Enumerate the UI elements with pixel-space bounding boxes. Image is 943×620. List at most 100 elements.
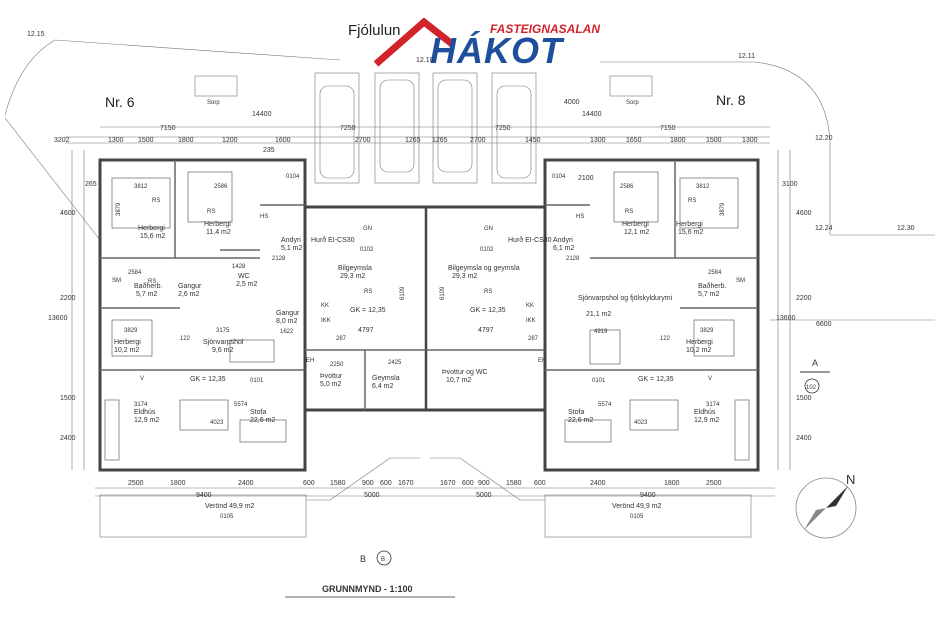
- plan-annotation: SM: [736, 278, 745, 284]
- lot-line-left: [4, 39, 56, 116]
- plan-annotation: Herbergi: [686, 339, 713, 346]
- plan-annotation: Stofa: [250, 409, 266, 416]
- plan-annotation: 2250: [330, 362, 344, 368]
- sofa-right: [589, 329, 621, 365]
- plan-annotation: 1600: [275, 137, 291, 144]
- plan-annotation: 12.24: [815, 225, 833, 232]
- plan-annotation: HS: [260, 214, 268, 220]
- plan-annotation: 600: [462, 480, 474, 487]
- plan-annotation: 22,6 m2: [250, 417, 275, 424]
- plan-annotation: 1580: [330, 480, 346, 487]
- plan-annotation: 1450: [525, 137, 541, 144]
- plan-annotation: 4797: [358, 327, 374, 334]
- plan-annotation: 600: [380, 480, 392, 487]
- house-roof-icon: [373, 18, 452, 67]
- plan-annotation: 3174: [706, 402, 720, 408]
- terrace-step-left: [306, 457, 420, 501]
- sofa-left: [229, 339, 275, 363]
- plan-annotation: 2584: [128, 270, 142, 276]
- plan-annotation: 5,7 m2: [698, 291, 720, 298]
- plan-annotation: 2700: [355, 137, 371, 144]
- plan-annotation: 6109: [440, 286, 446, 300]
- plan-annotation: 12.10: [416, 57, 434, 64]
- terrace-step-right: [430, 457, 545, 501]
- plan-annotation: 7150: [160, 125, 176, 132]
- plan-annotation: 0105: [220, 514, 234, 520]
- plan-annotation: 5000: [476, 492, 492, 499]
- plan-annotation: 15,6 m2: [140, 233, 165, 240]
- plan-annotation: V: [708, 376, 712, 382]
- plan-annotation: Verönd 49,9 m2: [612, 503, 662, 510]
- plan-annotation: 2400: [60, 435, 76, 442]
- plan-annotation: 1300: [742, 137, 758, 144]
- plan-annotation: 1300: [108, 137, 124, 144]
- plan-annotation: 12,9 m2: [694, 417, 719, 424]
- plan-annotation: EH: [538, 358, 546, 364]
- plan-annotation: 5000: [364, 492, 380, 499]
- bed-right-1: [679, 177, 739, 229]
- plan-annotation: 9400: [196, 492, 212, 499]
- dining-table-right: [629, 399, 679, 431]
- car: [319, 85, 355, 179]
- plan-annotation: 2500: [706, 480, 722, 487]
- section-marker-a: A 102: [800, 358, 830, 394]
- plan-annotation: 0104: [552, 174, 566, 180]
- plan-annotation: 21,1 m2: [586, 311, 611, 318]
- plan-annotation: 600: [534, 480, 546, 487]
- plan-annotation: 13600: [48, 315, 68, 322]
- bed-right-2: [613, 171, 659, 223]
- plan-annotation: 3812: [134, 184, 148, 190]
- plan-annotation: 1622: [280, 329, 294, 335]
- plan-annotation: 12.11: [738, 53, 755, 60]
- plan-annotation: Herbergi: [114, 339, 141, 346]
- plan-annotation: 2100: [578, 175, 594, 182]
- plan-annotation: 2128: [566, 256, 580, 262]
- plan-annotation: 11,4 m2: [206, 229, 231, 236]
- plan-annotation: 4797: [478, 327, 494, 334]
- unit-left-outline: [98, 158, 307, 472]
- plan-annotation: 13600: [776, 315, 796, 322]
- plan-annotation: V: [140, 376, 144, 382]
- plan-annotation: 1500: [138, 137, 154, 144]
- plan-annotation: 900: [478, 480, 490, 487]
- plan-annotation: 5,1 m2: [281, 245, 303, 252]
- plan-annotation: B: [381, 557, 385, 563]
- plan-annotation: GN: [484, 226, 493, 232]
- plan-annotation: 1670: [440, 480, 456, 487]
- plan-annotation: Eldhús: [694, 409, 716, 416]
- north-label: N: [846, 472, 855, 487]
- sofa-stofa-right: [564, 419, 612, 443]
- street-name: Fjólulun: [348, 22, 401, 39]
- plan-annotation: 1800: [670, 137, 686, 144]
- plan-annotation: 4023: [210, 420, 224, 426]
- brand-big-text: HÁKOT: [430, 30, 563, 71]
- plan-annotation: 3829: [124, 328, 138, 334]
- plan-annotation: 4919: [594, 329, 608, 335]
- plan-annotation: 3175: [216, 328, 230, 334]
- plan-annotation: 2586: [620, 184, 634, 190]
- parking-space: [374, 72, 420, 184]
- plan-annotation: 1800: [170, 480, 186, 487]
- plan-annotation: 12,1 m2: [624, 229, 649, 236]
- plan-annotation: GK = 12,35: [190, 376, 226, 383]
- plan-annotation: Herbergi: [676, 221, 703, 228]
- plan-annotation: 2500: [128, 480, 144, 487]
- plan-annotation: 3174: [134, 402, 148, 408]
- plan-annotation: 14400: [582, 111, 602, 118]
- plan-annotation: RS: [152, 198, 160, 204]
- plan-annotation: RS: [688, 198, 696, 204]
- plan-annotation: Baðherb.: [698, 282, 726, 290]
- plan-annotation: 1200: [222, 137, 238, 144]
- plan-annotation: 2200: [796, 295, 812, 302]
- plan-annotation: 1500: [60, 395, 76, 402]
- plan-annotation: A: [812, 358, 818, 368]
- plan-annotation: 12,9 m2: [134, 417, 159, 424]
- plan-annotation: 1650: [626, 137, 642, 144]
- plan-annotation: 0102: [480, 247, 494, 253]
- plan-annotation: RS: [364, 289, 372, 295]
- plan-annotation: 7250: [340, 125, 356, 132]
- plan-annotation: Sjónvarpshol og fjölskyldurymi: [578, 295, 673, 302]
- plan-annotation: 1800: [178, 137, 194, 144]
- plan-annotation: 2,5 m2: [236, 281, 258, 288]
- car: [496, 85, 532, 179]
